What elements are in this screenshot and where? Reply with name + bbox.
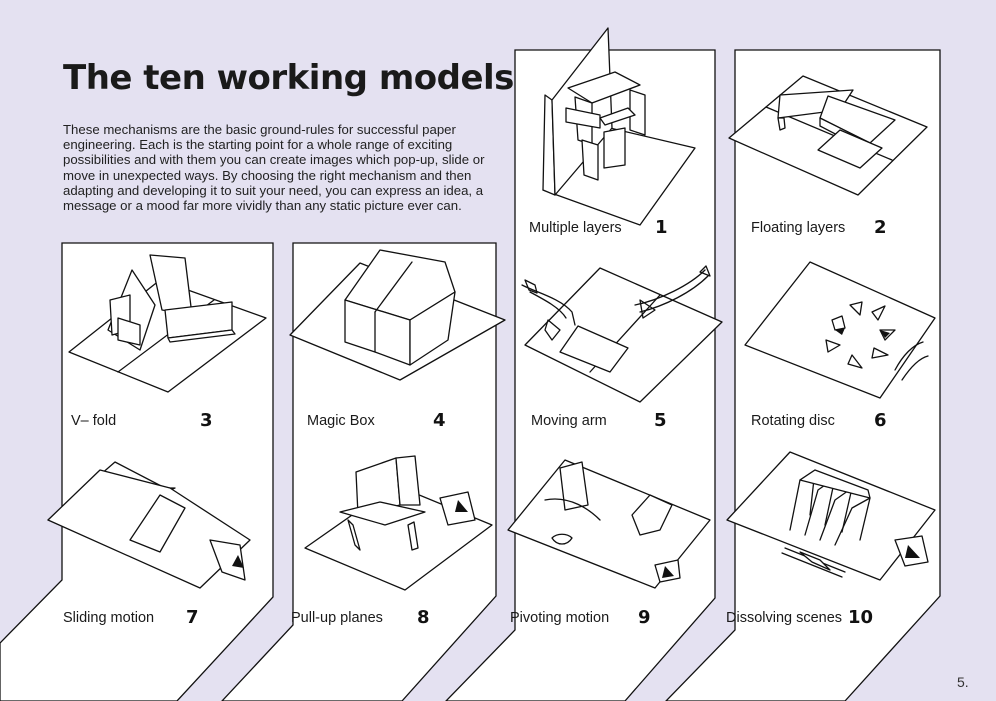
illustration-magic-box <box>289 249 506 381</box>
model-number-8: 8 <box>417 607 430 628</box>
model-label-floating-layers: Floating layers <box>751 220 846 236</box>
model-label-rotating-disc: Rotating disc <box>751 413 835 429</box>
illustration-multiple-layers <box>542 27 696 226</box>
model-number-2: 2 <box>874 217 887 238</box>
page-title: The ten working models <box>63 58 514 98</box>
model-label-dissolving-scenes: Dissolving scenes <box>726 610 843 626</box>
model-number-3: 3 <box>200 410 213 431</box>
illustration-pull-up-planes <box>304 455 493 591</box>
model-label-multiple-layers: Multiple layers <box>529 220 622 236</box>
illustration-moving-arm <box>521 265 723 403</box>
model-label-v-fold: V– fold <box>71 413 117 429</box>
illustration-floating-layers <box>728 75 928 196</box>
illustration-pivoting-motion <box>507 459 711 589</box>
illustration-rotating-disc <box>744 261 936 399</box>
model-label-pull-up-planes: Pull-up planes <box>291 610 383 626</box>
model-label-pivoting-motion: Pivoting motion <box>510 610 610 626</box>
illustration-dissolving-scenes <box>726 451 936 581</box>
model-number-7: 7 <box>186 607 199 628</box>
model-number-6: 6 <box>874 410 887 431</box>
model-label-moving-arm: Moving arm <box>531 413 607 429</box>
model-number-5: 5 <box>654 410 667 431</box>
model-number-10: 10 <box>848 607 874 628</box>
illustration-v-fold <box>68 254 267 393</box>
page-number: 5. <box>957 674 969 690</box>
illustration-sliding-motion <box>47 461 251 589</box>
model-label-sliding-motion: Sliding motion <box>63 610 155 626</box>
intro-paragraph: These mechanisms are the basic ground-ru… <box>63 122 485 214</box>
model-number-1: 1 <box>655 217 668 238</box>
model-number-9: 9 <box>638 607 651 628</box>
model-number-4: 4 <box>433 410 446 431</box>
model-label-magic-box: Magic Box <box>307 413 375 429</box>
